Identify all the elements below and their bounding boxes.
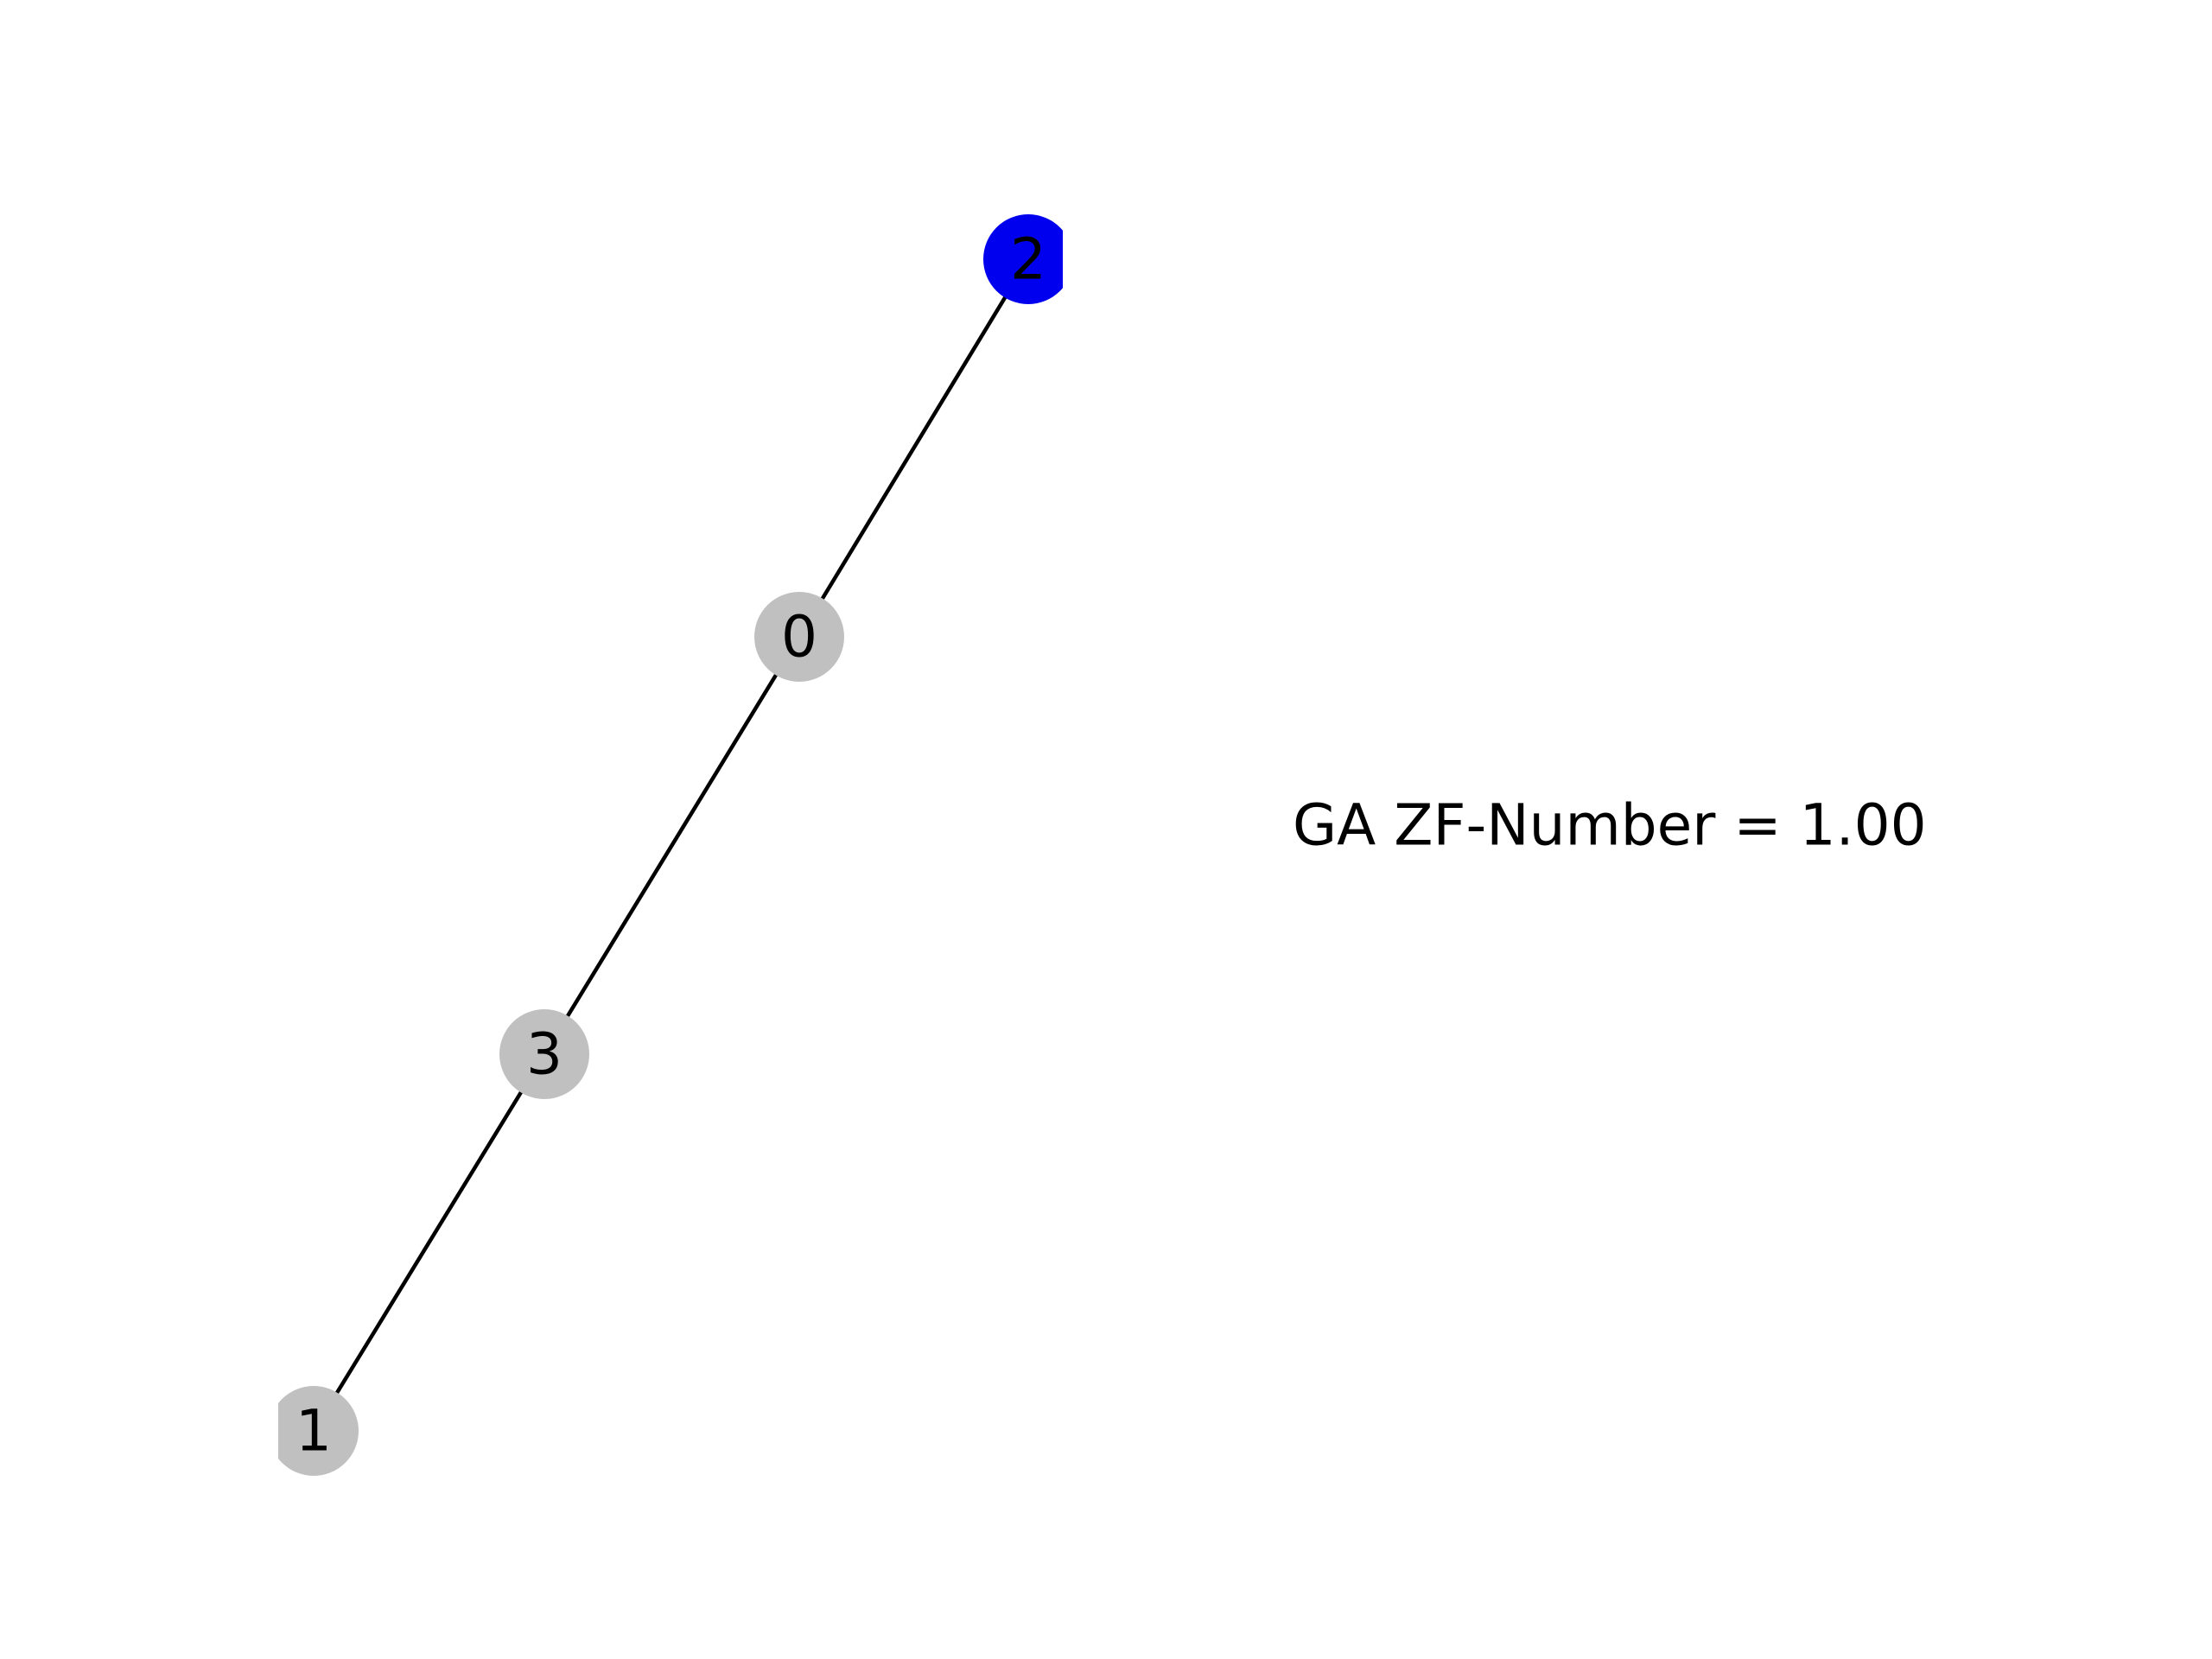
node-3	[499, 1009, 589, 1099]
graph-nodes	[278, 214, 1063, 1476]
zf-number-annotation: GA ZF-Number = 1.00	[1293, 792, 1927, 859]
edge-2-0	[798, 257, 1030, 639]
graph-edges	[312, 257, 1030, 1433]
edge-3-1	[312, 1052, 546, 1433]
node-2	[983, 214, 1063, 304]
node-labels: 0 1 2 3	[296, 226, 1046, 1465]
node-label-3: 3	[526, 1021, 563, 1088]
node-label-1: 1	[296, 1398, 332, 1465]
node-0	[754, 592, 844, 682]
edge-0-3	[543, 635, 801, 1056]
node-label-0: 0	[781, 604, 817, 671]
node-1	[278, 1386, 359, 1476]
node-label-2: 2	[1010, 226, 1046, 293]
